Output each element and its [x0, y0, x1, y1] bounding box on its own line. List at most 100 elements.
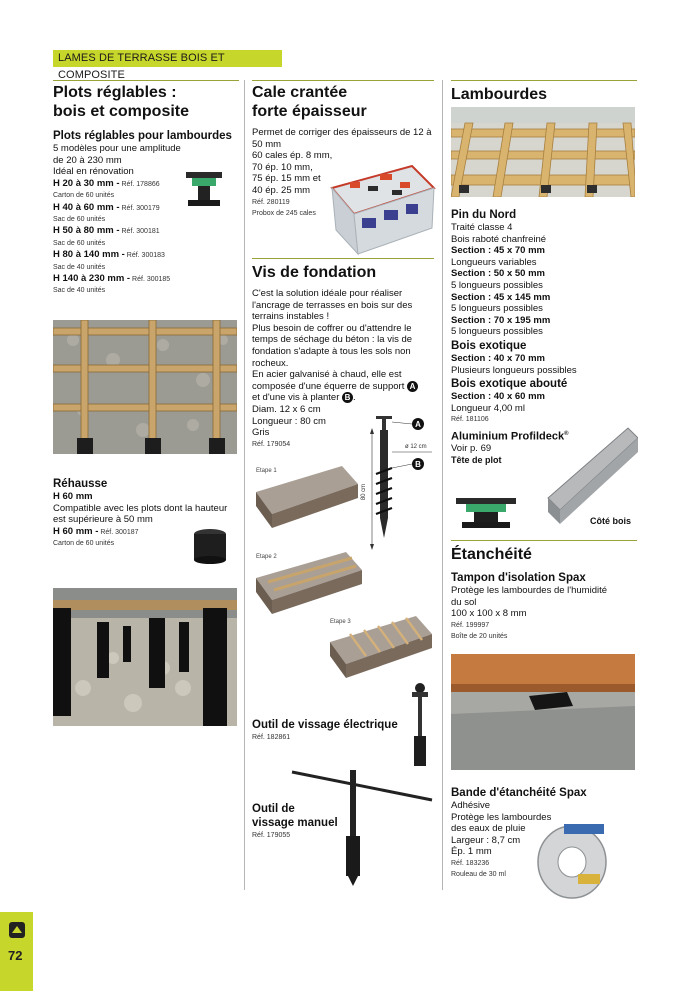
vis-color: Gris	[252, 427, 270, 439]
section-rule	[252, 258, 434, 259]
exotique-title: Bois exotique	[451, 339, 527, 352]
plots-item-ref: Réf. 300183	[124, 252, 165, 260]
rehausse-pack: Carton de 60 unités	[53, 540, 115, 548]
outil-manuel-ref: Réf. 179055	[252, 832, 291, 839]
vis-p6: fondation s'adapte à tous les sols non	[252, 345, 411, 357]
exotique-aboute-length: Longueur 4,00 ml	[451, 402, 525, 414]
vis-p10: et d'une vis à planter	[252, 392, 340, 404]
plots-item-pack: Sac de 40 unités	[53, 263, 106, 271]
vis-fondation-diagram	[370, 416, 432, 550]
bande-desc-0: Adhésive	[451, 800, 491, 811]
exotique-aboute-title: Bois exotique abouté	[451, 378, 568, 391]
cale-title-1: Cale crantée	[252, 84, 348, 101]
exotique-aboute-section: Section : 40 x 60 mm	[451, 391, 545, 403]
alu-tete: Tête de plot	[451, 454, 502, 465]
vis-p2: l'ancrage de terrasses en bois sur des	[252, 299, 413, 311]
plots-item-ref: Réf. 178866	[119, 180, 160, 188]
alu-title: Aluminium Profildeck	[451, 430, 565, 443]
tampon-desc-2: du sol	[451, 596, 477, 608]
tampon-desc-1: Protège les lambourdes de l'humidité	[451, 585, 608, 596]
badge-a: A	[406, 380, 418, 392]
plots-under-deck-photo	[53, 588, 237, 726]
bande-largeur: Largeur : 8,7 cm	[451, 834, 521, 846]
cale-box-image	[330, 164, 436, 256]
cale-line-2: 70 ép. 10 mm,	[252, 161, 313, 173]
plots-item-pack: Sac de 40 unités	[53, 287, 106, 295]
vis-p1: C'est la solution idéale pour réaliser	[252, 288, 403, 299]
bande-pack: Rouleau de 30 ml	[451, 871, 506, 879]
plots-item-ref: Réf. 300181	[119, 228, 160, 236]
pin-section-4: Section : 70 x 195 mm	[451, 314, 551, 326]
section-rule	[252, 80, 434, 81]
lambourdes-photo	[451, 107, 635, 197]
etancheite-title: Étanchéité	[451, 546, 532, 563]
bande-roll-image	[537, 824, 607, 899]
diagram-badge-b: B	[415, 460, 421, 469]
cale-section: Cale crantée forte épaisseur Permet de c…	[252, 80, 438, 219]
rehausse-desc-2: est supérieure à 50 mm	[53, 514, 153, 526]
column-divider-1	[244, 80, 245, 890]
plots-item-ref: Réf. 300185	[130, 276, 171, 284]
vis-p7: rocheux.	[252, 357, 289, 369]
outil-manuel-title-2: vissage manuel	[252, 817, 338, 829]
vis-title: Vis de fondation	[252, 264, 377, 281]
section-rule	[451, 540, 637, 541]
vis-diam: Diam. 12 x 6 cm	[252, 403, 321, 415]
pin-line-6: 5 longueurs possibles	[451, 326, 543, 338]
rehausse-title: Réhausse	[53, 478, 108, 490]
diagram-diam-label: ø 12 cm	[405, 444, 427, 450]
bande-epaisseur: Ép. 1 mm	[451, 846, 492, 858]
rehausse-section: Réhausse H 60 mm Compatible avec les plo…	[53, 477, 243, 550]
exotique-length: Plusieurs longueurs possibles	[451, 364, 577, 376]
pin-title: Pin du Nord	[451, 209, 517, 221]
etape-3-illustration	[330, 616, 432, 678]
vis-p4: Plus besoin de coffrer ou d'attendre le	[252, 322, 412, 334]
outil-manuel-section: Outil de vissage manuel Réf. 179055	[252, 802, 438, 841]
tampon-dim: 100 x 100 x 8 mm	[451, 608, 527, 620]
section-banner: LAMES DE TERRASSE BOIS ET COMPOSITE	[53, 50, 282, 81]
plots-item-name: H 50 à 80 mm -	[53, 225, 120, 237]
pin-line-3: Longueurs variables	[451, 256, 537, 268]
lambourdes-section: Lambourdes	[451, 80, 641, 104]
etape-3-label: Etape 3	[330, 619, 351, 625]
aluminium-profile-image	[456, 427, 638, 528]
diagram-badge-a: A	[415, 420, 421, 429]
alu-cote-bois: Côté bois	[590, 516, 632, 526]
plots-item: H 20 à 30 mm - Réf. 178866 Carton de 60 …	[53, 178, 243, 202]
vis-p5: temps de séchage du béton : la vis de	[252, 334, 413, 346]
plots-item-name: H 80 à 140 mm -	[53, 249, 125, 261]
plots-title-1: Plots réglables :	[53, 84, 177, 101]
bande-desc-2: des eaux de pluie	[451, 823, 526, 835]
etancheite-section: Étanchéité Tampon d'isolation Spax Protè…	[451, 540, 641, 643]
rehausse-desc-1: Compatible avec les plots dont la hauteu…	[53, 502, 228, 514]
section-rule	[451, 80, 637, 81]
pin-line-1: Traité classe 4	[451, 222, 513, 233]
lambourdes-title: Lambourdes	[451, 86, 548, 103]
plots-item-list: H 20 à 30 mm - Réf. 178866 Carton de 60 …	[53, 178, 243, 297]
outil-manuel-image	[291, 770, 433, 886]
outil-electrique-section: Outil de vissage électrique Réf. 182861	[252, 718, 438, 743]
bande-title: Bande d'étanchéité Spax	[451, 787, 587, 799]
plots-item: H 140 à 230 mm - Réf. 300185 Sac de 40 u…	[53, 273, 243, 297]
outil-electrique-ref: Réf. 182861	[252, 734, 291, 741]
section-rule	[53, 80, 239, 81]
plots-item-name: H 40 à 60 mm -	[53, 201, 120, 213]
tampon-pack: Boîte de 20 unités	[451, 633, 508, 641]
pin-section-3: Section : 45 x 145 mm	[451, 291, 551, 303]
cale-line-3: 75 ép. 15 mm et	[252, 173, 321, 185]
plots-intro-2: de 20 à 230 mm	[53, 154, 122, 166]
outil-electrique-title: Outil de vissage électrique	[252, 719, 398, 731]
cale-desc-2: 50 mm	[252, 138, 282, 150]
plots-item: H 40 à 60 mm - Réf. 300179 Sac de 60 uni…	[53, 202, 243, 226]
plots-item: H 80 à 140 mm - Réf. 300183 Sac de 40 un…	[53, 249, 243, 273]
vis-p9: composée d'une équerre de support	[252, 380, 405, 392]
tampon-photo	[451, 654, 635, 770]
registered-mark: ®	[564, 430, 569, 437]
deck-frame-photo	[53, 320, 237, 454]
cale-desc-1: Permet de corriger des épaisseurs de 12 …	[252, 127, 432, 138]
vis-p8: En acier galvanisé à chaud, elle est	[252, 369, 402, 381]
bande-desc-1: Protège les lambourdes	[451, 811, 552, 823]
vis-ref: Réf. 179054	[252, 440, 291, 448]
plots-item: H 50 à 80 mm - Réf. 300181 Sac de 60 uni…	[53, 225, 243, 249]
bande-ref: Réf. 183236	[451, 859, 490, 867]
